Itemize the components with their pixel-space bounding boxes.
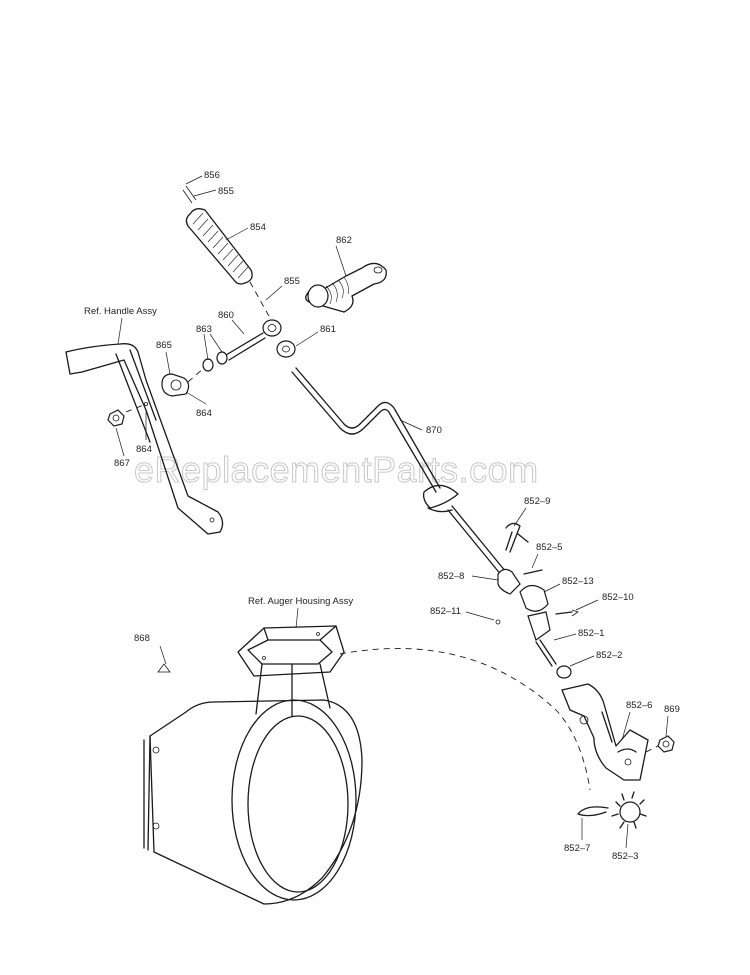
support-bracket (561, 683, 649, 781)
eye-bolt-assembly (202, 319, 296, 372)
callout-852-10: 852–10 (602, 592, 634, 603)
auger-housing (143, 625, 363, 905)
callout-860: 860 (218, 310, 234, 321)
callout-869: 869 (664, 704, 680, 715)
callout-852-6: 852–6 (626, 700, 652, 711)
callout-852-7: 852–7 (564, 843, 590, 854)
crank-rod (291, 367, 507, 577)
callout-863: 863 (196, 324, 212, 335)
handle-bushing (161, 373, 190, 397)
callout-861: 861 (320, 324, 336, 335)
callout-870: 870 (426, 425, 442, 436)
hairpin-clip (577, 806, 609, 817)
callout-852-11: 852–11 (430, 606, 461, 617)
callout-862: 862 (336, 235, 352, 246)
callout-855-mid: 855 (284, 276, 300, 287)
callout-864-left: 864 (136, 444, 152, 455)
callout-852-8: 852–8 (438, 571, 464, 582)
callout-labels: 856 855 854 862 855 860 863 861 865 864 … (84, 170, 680, 862)
ref-handle-assy: Ref. Handle Assy (84, 306, 157, 317)
handle-nut (107, 409, 125, 427)
crank-spring-cap (305, 262, 387, 313)
callout-852-3: 852–3 (612, 851, 638, 862)
handle-bar (65, 343, 224, 535)
callout-856: 856 (204, 170, 220, 181)
universal-joint-assembly (495, 522, 579, 679)
callout-864-right: 864 (196, 408, 212, 419)
callout-868: 868 (134, 633, 150, 644)
callout-867: 867 (114, 458, 130, 469)
crank-handle-grip (182, 185, 271, 319)
callout-855-top: 855 (218, 186, 234, 197)
callout-852-1: 852–1 (578, 628, 604, 639)
nut-869 (657, 735, 675, 753)
pinion-gear (611, 791, 647, 829)
watermark-text: eReplacementParts.com (134, 449, 539, 490)
callout-865: 865 (156, 340, 172, 351)
leader-lines (115, 175, 669, 849)
callout-852-2: 852–2 (596, 650, 622, 661)
callout-852-5: 852–5 (536, 542, 562, 553)
ref-auger-housing-assy: Ref. Auger Housing Assy (248, 596, 353, 607)
callout-854: 854 (250, 222, 266, 233)
callout-852-9: 852–9 (524, 496, 550, 507)
callout-852-13: 852–13 (562, 576, 594, 587)
